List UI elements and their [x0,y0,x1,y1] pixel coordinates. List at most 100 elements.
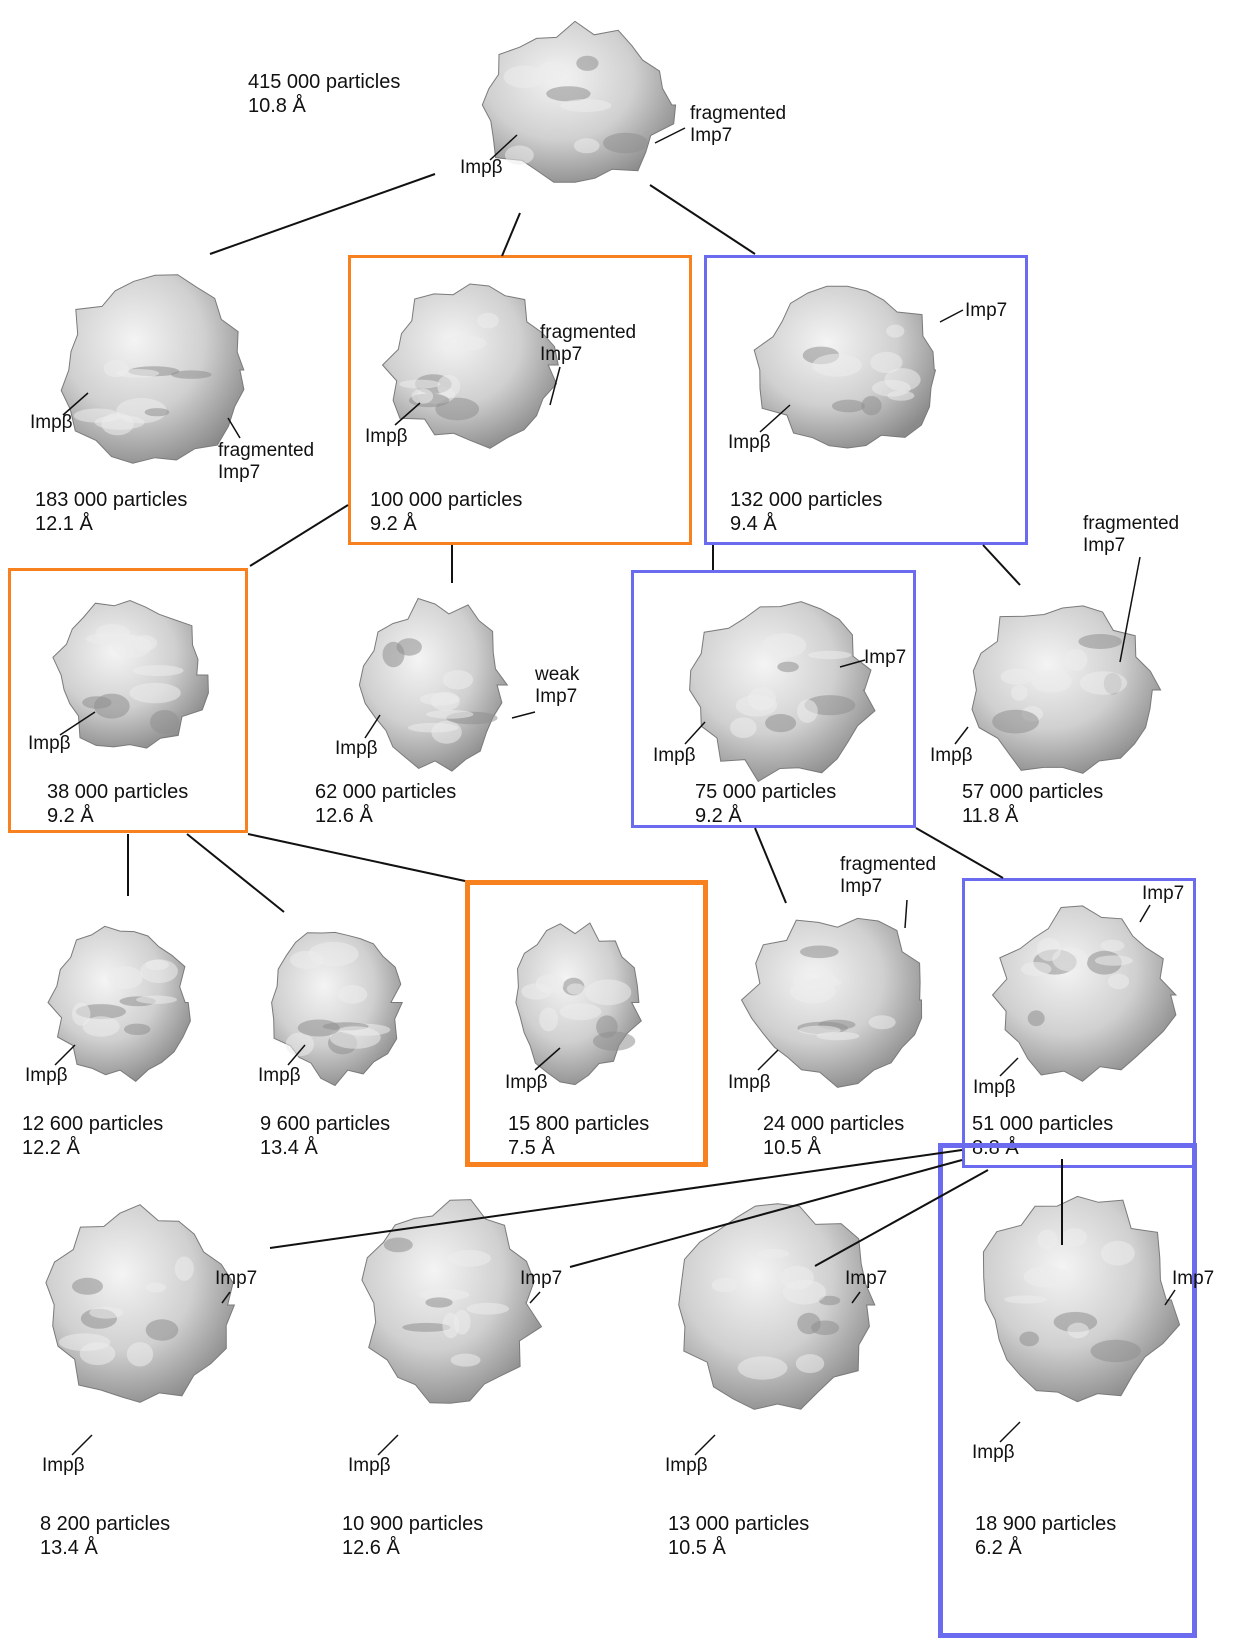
density-map-surface [993,906,1176,1081]
density-map-feature [777,662,799,673]
map-annotation: Impβ [335,738,378,760]
resolution-value: 6.2 Å [975,1536,1116,1560]
class-label: 183 000 particles12.1 Å [35,488,187,536]
annotation-text: Imp7 [840,876,936,898]
map-annotation: Impβ [460,157,503,179]
density-map-feature [1001,669,1034,685]
particle-count: 62 000 particles [315,780,456,804]
map-annotation: Impβ [42,1455,85,1477]
density-map-feature [146,1319,179,1340]
particle-count: 75 000 particles [695,780,836,804]
density-map-surface [679,1204,875,1410]
particle-count: 51 000 particles [972,1112,1113,1136]
annotation-leader-line [72,1435,92,1455]
density-map-feature [1067,1323,1089,1339]
annotation-text: Imp7 [1142,883,1184,905]
particle-count: 38 000 particles [47,780,188,804]
annotation-text: fragmented [690,103,786,125]
class-label: 415 000 particles10.8 Å [248,70,400,118]
particle-count: 24 000 particles [763,1112,904,1136]
density-map-feature [1095,955,1133,965]
annotation-leader-line [378,1435,398,1455]
density-map-surface [53,601,209,749]
density-map [665,580,895,800]
density-map-feature [736,695,778,717]
density-map-feature [730,717,757,738]
class-label: 18 900 particles6.2 Å [975,1512,1116,1560]
annotation-text: Impβ [335,738,378,760]
density-map-feature [765,714,796,732]
density-map-feature [1031,670,1072,693]
annotation-text: Impβ [972,1442,1015,1464]
density-map-feature [1011,685,1028,701]
particle-count: 415 000 particles [248,70,400,94]
class-label: 15 800 particles7.5 Å [508,1112,649,1160]
resolution-value: 13.4 Å [260,1136,390,1160]
density-map-feature [175,1257,194,1281]
density-map-surface [46,1205,235,1403]
density-map [655,1180,900,1430]
map-annotation: Impβ [973,1077,1016,1099]
class-label: 57 000 particles11.8 Å [962,780,1103,828]
density-map-feature [89,1307,123,1319]
density-map [955,1170,1200,1430]
map-annotation: Impβ [728,1072,771,1094]
density-map-feature [870,352,902,373]
annotation-text: Impβ [42,1455,85,1477]
density-map-feature [437,375,460,398]
annotation-text: fragmented [1083,513,1179,535]
map-annotation: Imp7 [864,647,906,669]
map-annotation: fragmentedImp7 [540,322,636,366]
density-map-feature [800,946,839,959]
class-label: 24 000 particles10.5 Å [763,1112,904,1160]
map-annotation: Imp7 [1172,1268,1214,1290]
density-map-feature [603,133,648,154]
annotation-text: Imp7 [540,344,636,366]
density-map-surface [359,599,507,772]
density-map-feature [992,710,1039,734]
annotation-text: Impβ [665,1455,708,1477]
annotation-text: Impβ [25,1065,68,1087]
density-map-feature [133,665,184,676]
density-map-feature [338,985,367,1004]
annotation-text: Impβ [930,745,973,767]
annotation-text: fragmented [540,322,636,344]
density-map-feature [1062,1228,1087,1246]
annotation-text: Impβ [365,426,408,448]
annotation-text: Impβ [973,1077,1016,1099]
density-map-feature [477,313,499,329]
density-map-feature [412,389,434,404]
map-annotation: Imp7 [215,1268,257,1290]
density-map-feature [94,694,130,719]
density-map-feature [861,396,881,415]
density-map-feature [1037,1230,1057,1250]
density-map-feature [1108,974,1129,990]
density-map-feature [451,1354,481,1367]
annotation-leader-line [695,1435,715,1455]
class-label: 62 000 particles12.6 Å [315,780,456,828]
resolution-value: 9.4 Å [730,512,882,536]
density-map [340,1178,560,1428]
annotation-text: Impβ [460,157,503,179]
density-map-feature [585,979,631,1005]
annotation-text: Imp7 [520,1268,562,1290]
density-map-feature [444,335,487,351]
class-label: 132 000 particles9.4 Å [730,488,882,536]
resolution-value: 12.6 Å [342,1536,483,1560]
density-map-feature [290,951,324,969]
map-annotation: weakImp7 [535,664,579,708]
density-map-feature [797,700,818,723]
density-map-feature [1091,1340,1141,1362]
density-map-feature [107,966,143,989]
tree-connector [983,545,1020,585]
density-map [970,890,1195,1100]
density-map-feature [539,1007,558,1031]
density-map-feature [811,1321,839,1336]
density-map-feature [1004,1295,1047,1303]
class-label: 10 900 particles12.6 Å [342,1512,483,1560]
annotation-text: Impβ [28,733,71,755]
density-map-feature [799,1026,841,1035]
